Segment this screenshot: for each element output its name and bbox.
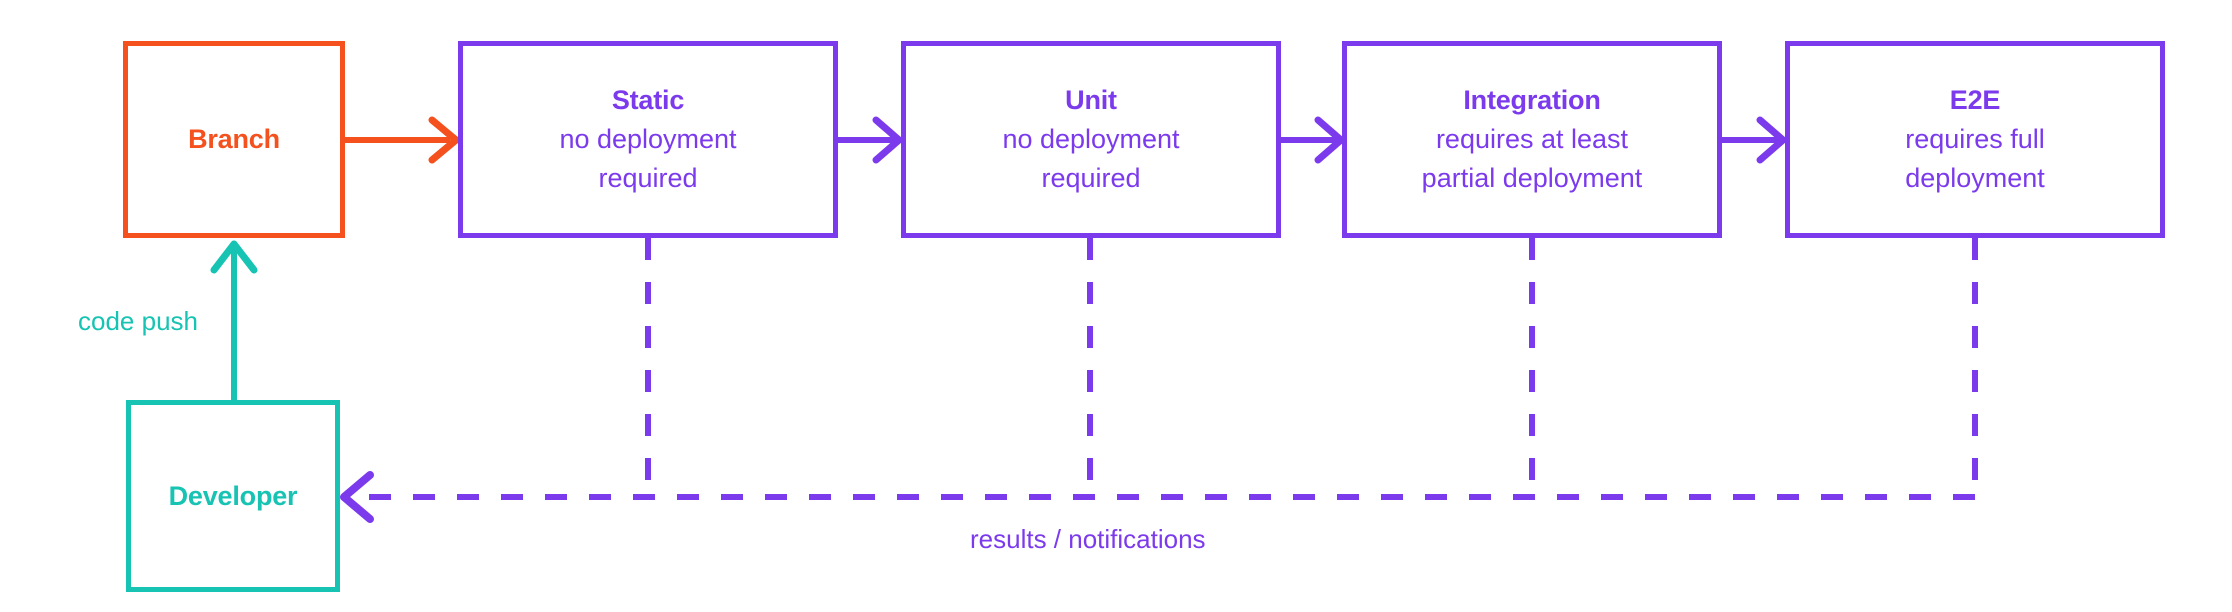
node-stage-unit-desc-line1: no deployment xyxy=(1002,124,1180,154)
node-stage-unit-desc-line2: required xyxy=(1041,163,1141,193)
node-stage-static-desc-line2: required xyxy=(598,163,698,193)
node-stage-e2e[interactable]: E2E requires full deployment xyxy=(1785,41,2165,238)
arrow-integration-to-e2e xyxy=(1722,116,1787,164)
arrow-unit-to-integration xyxy=(1280,116,1345,164)
edge-label-results-notifications: results / notifications xyxy=(970,524,1206,554)
node-stage-e2e-title: E2E xyxy=(1949,85,2001,115)
node-stage-integration[interactable]: Integration requires at least partial de… xyxy=(1342,41,1722,238)
edge-label-code-push: code push xyxy=(78,306,198,336)
node-stage-e2e-desc-line1: requires full xyxy=(1905,124,2045,154)
node-branch-label: Branch xyxy=(188,124,280,154)
node-stage-e2e-desc-line2: deployment xyxy=(1905,163,2045,193)
node-stage-integration-desc-line2: partial deployment xyxy=(1421,163,1643,193)
node-stage-integration-desc-line1: requires at least xyxy=(1435,124,1629,154)
node-stage-unit-title: Unit xyxy=(1065,85,1117,115)
node-stage-integration-title: Integration xyxy=(1463,85,1601,115)
arrow-developer-to-branch xyxy=(210,240,258,400)
node-stage-static[interactable]: Static no deployment required xyxy=(458,41,838,238)
arrow-feedback-to-developer xyxy=(340,471,1975,523)
node-branch[interactable]: Branch xyxy=(123,41,345,238)
node-developer[interactable]: Developer xyxy=(126,400,340,592)
node-developer-label: Developer xyxy=(168,480,298,511)
arrow-branch-to-static xyxy=(345,116,460,164)
node-stage-unit[interactable]: Unit no deployment required xyxy=(901,41,1281,238)
node-stage-static-title: Static xyxy=(611,85,685,115)
arrow-static-to-unit xyxy=(838,116,903,164)
node-stage-static-desc-line1: no deployment xyxy=(559,124,737,154)
